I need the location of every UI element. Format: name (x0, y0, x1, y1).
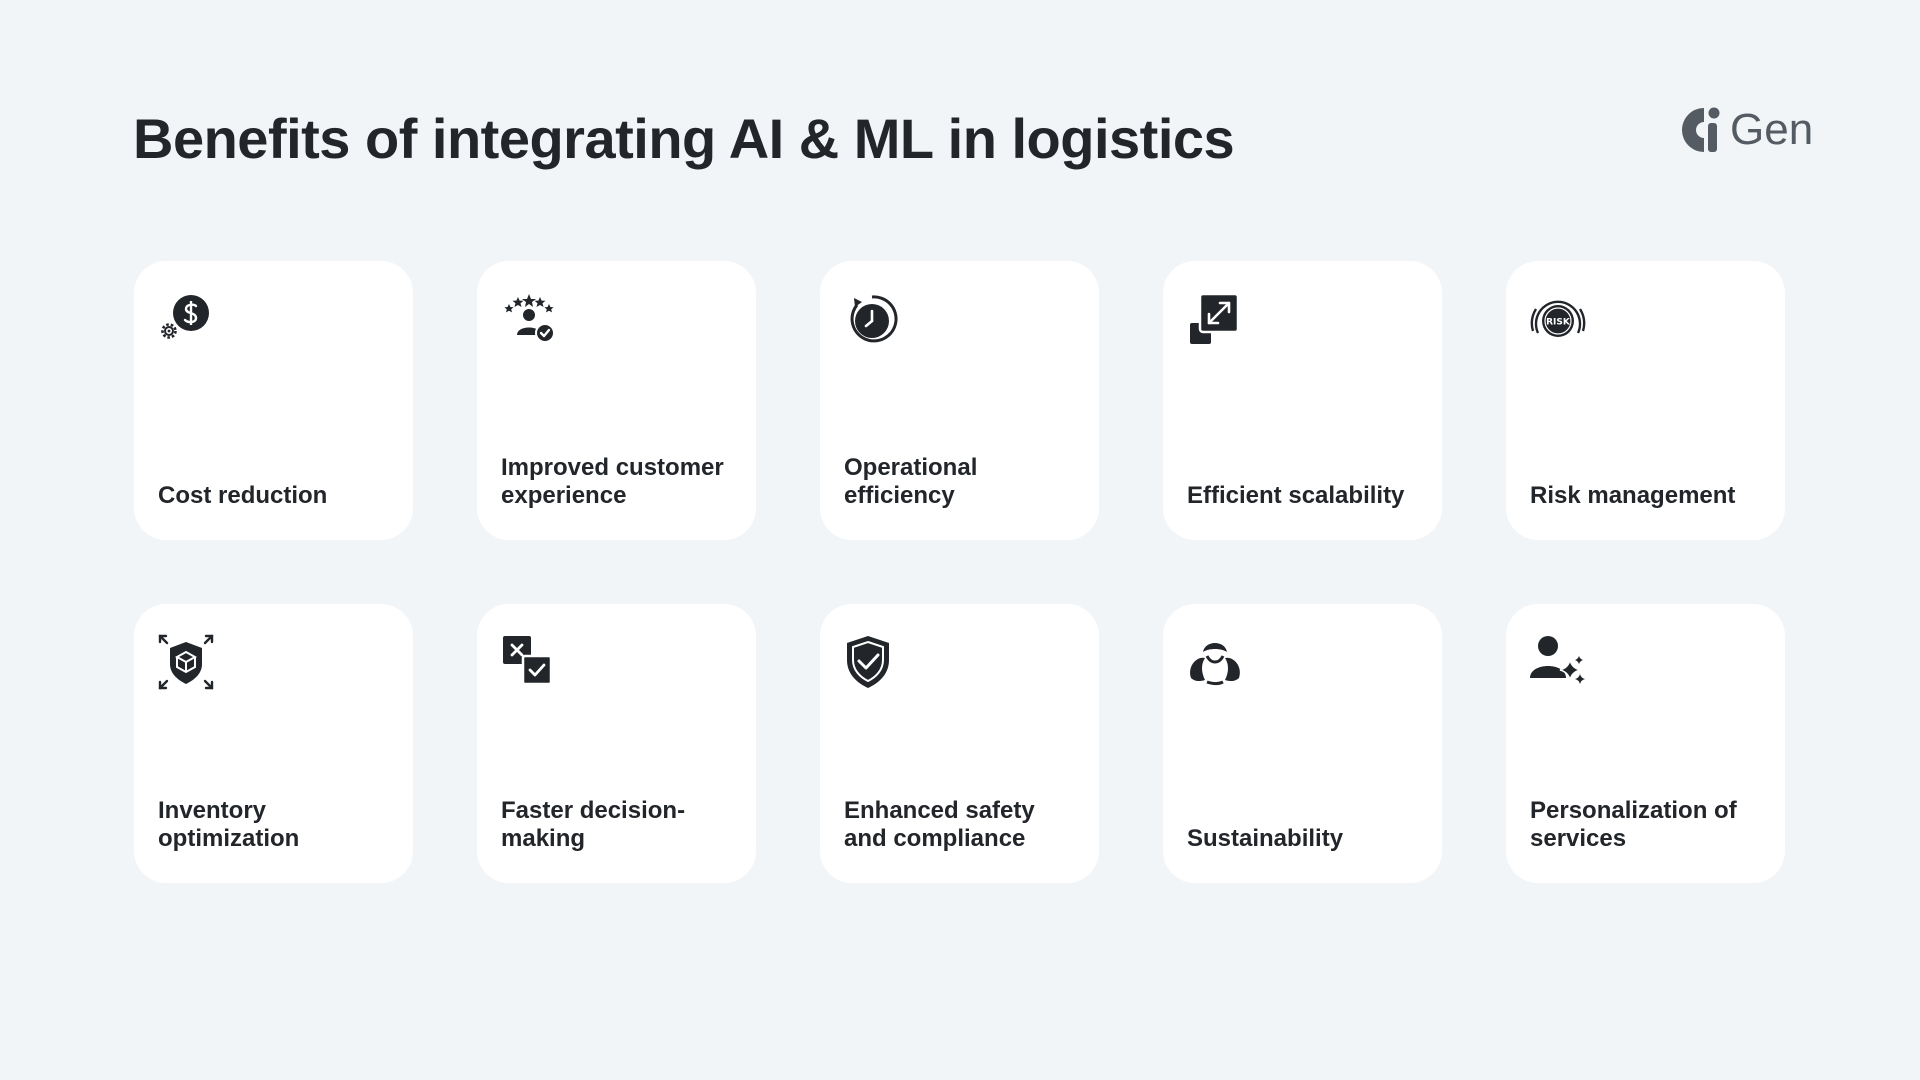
benefit-card-faster-decision-making: Faster decision-making (477, 604, 756, 883)
benefit-card-customer-experience: Improved customer experience (477, 261, 756, 540)
benefit-card-personalization: Personalization of services (1506, 604, 1785, 883)
benefit-label: Faster decision-making (501, 797, 686, 852)
decision-check-icon (501, 634, 557, 690)
customer-rating-icon (501, 291, 557, 347)
benefit-label: Cost reduction (158, 482, 328, 509)
clock-icon (844, 291, 900, 347)
benefit-label: Inventory optimization (158, 797, 300, 852)
benefit-label: Risk management (1530, 482, 1736, 509)
benefits-grid: Cost reduction Improved customer experie… (134, 261, 1785, 883)
benefit-card-inventory-optimization: Inventory optimization (134, 604, 413, 883)
page-title: Benefits of integrating AI & ML in logis… (133, 107, 1235, 170)
benefit-label: Improved customer experience (501, 454, 724, 509)
risk-badge-text: RISK (1546, 318, 1571, 328)
benefit-label: Sustainability (1187, 825, 1344, 852)
dollar-gear-icon (158, 291, 214, 347)
benefit-card-cost-reduction: Cost reduction (134, 261, 413, 540)
user-sparkle-icon (1530, 634, 1586, 690)
benefit-label: Personalization of services (1530, 797, 1737, 852)
scale-expand-icon (1187, 291, 1243, 347)
benefit-label: Enhanced safety and compliance (844, 797, 1035, 852)
logo-text: Gen (1730, 105, 1814, 154)
brand-logo: Gen (1678, 104, 1816, 156)
risk-gauge-icon: RISK (1530, 291, 1586, 347)
benefit-card-sustainability: Sustainability (1163, 604, 1442, 883)
benefit-card-efficient-scalability: Efficient scalability (1163, 261, 1442, 540)
box-shield-icon (158, 634, 214, 690)
benefit-card-risk-management: RISK Risk management (1506, 261, 1785, 540)
logo-mark-icon (1682, 107, 1720, 152)
shield-check-icon (844, 634, 900, 690)
benefit-label: Efficient scalability (1187, 482, 1405, 509)
benefit-label: Operational efficiency (844, 454, 978, 509)
benefit-card-safety-compliance: Enhanced safety and compliance (820, 604, 1099, 883)
benefit-card-operational-efficiency: Operational efficiency (820, 261, 1099, 540)
recycle-leaves-icon (1187, 634, 1243, 690)
